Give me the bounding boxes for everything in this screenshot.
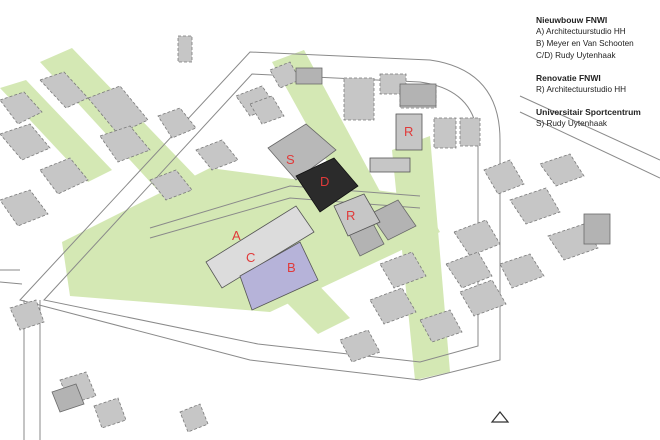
legend-heading: Renovatie FNWI xyxy=(536,73,601,83)
building xyxy=(399,83,437,107)
building xyxy=(295,67,323,85)
building xyxy=(249,95,285,125)
building xyxy=(509,187,561,225)
building xyxy=(369,287,417,325)
label-b: B xyxy=(287,260,296,275)
building xyxy=(157,107,197,139)
building xyxy=(419,309,463,343)
legend-item: C/D) Rudy Uytenhaak xyxy=(536,51,616,60)
building xyxy=(93,397,127,429)
renovation-buildings xyxy=(333,113,423,237)
label-d: D xyxy=(320,174,329,189)
road-diag-ne xyxy=(519,95,660,161)
building-r-link xyxy=(369,157,411,173)
building xyxy=(539,153,585,187)
legend-item: A) Architectuurstudio HH xyxy=(536,27,626,36)
building xyxy=(99,125,151,163)
building-b xyxy=(239,241,319,311)
green-patch-sw xyxy=(90,216,180,282)
label-a: A xyxy=(232,228,241,243)
building xyxy=(583,213,611,245)
road-spine-2 xyxy=(149,197,421,239)
building xyxy=(483,159,525,195)
building xyxy=(459,279,507,317)
label-s: S xyxy=(286,152,295,167)
road-diag-ne-2 xyxy=(519,111,660,179)
building-s-sportcentrum xyxy=(267,123,337,181)
building xyxy=(87,85,149,135)
building xyxy=(51,383,85,413)
building-a-c-strip xyxy=(205,205,315,289)
building xyxy=(499,253,545,289)
north-arrow-icon xyxy=(490,411,510,423)
building xyxy=(0,189,49,227)
building xyxy=(459,117,481,147)
building xyxy=(0,91,43,125)
green-strip-center xyxy=(272,50,390,225)
building xyxy=(343,77,375,121)
label-c: C xyxy=(246,250,255,265)
building xyxy=(9,299,45,331)
legend-heading: Nieuwbouw FNWI xyxy=(536,15,608,25)
building xyxy=(433,117,457,149)
existing-buildings xyxy=(51,67,611,413)
building xyxy=(453,219,501,257)
road-outer-ring xyxy=(19,51,501,381)
building-r-north xyxy=(395,113,423,151)
building-d xyxy=(295,157,359,213)
building xyxy=(179,403,209,433)
label-r-north: R xyxy=(404,124,413,139)
building xyxy=(195,139,239,171)
legend-item: B) Meyer en Van Schooten xyxy=(536,39,634,48)
road-spine xyxy=(149,185,421,229)
legend-item: S) Rudy Uytenhaak xyxy=(536,119,607,128)
legend-heading: Universitair Sportcentrum xyxy=(536,107,641,117)
legend-item: R) Architectuurstudio HH xyxy=(536,85,627,94)
legend: Nieuwbouw FNWI A) Architectuurstudio HH … xyxy=(536,14,658,140)
road-west-2 xyxy=(0,281,23,285)
building xyxy=(0,123,51,161)
building xyxy=(379,251,427,289)
legend-group-nieuwbouw: Nieuwbouw FNWI A) Architectuurstudio HH … xyxy=(536,14,658,62)
label-r-south: R xyxy=(346,208,355,223)
building xyxy=(339,329,381,363)
building xyxy=(445,251,493,289)
building xyxy=(369,199,417,241)
legend-group-sportcentrum: Universitair Sportcentrum S) Rudy Uytenh… xyxy=(536,106,658,130)
building xyxy=(39,157,89,195)
legend-group-renovatie: Renovatie FNWI R) Architectuurstudio HH xyxy=(536,72,658,96)
building xyxy=(149,169,193,201)
building xyxy=(177,35,193,63)
surrounding-buildings xyxy=(0,35,599,433)
building-r-south xyxy=(333,193,381,237)
